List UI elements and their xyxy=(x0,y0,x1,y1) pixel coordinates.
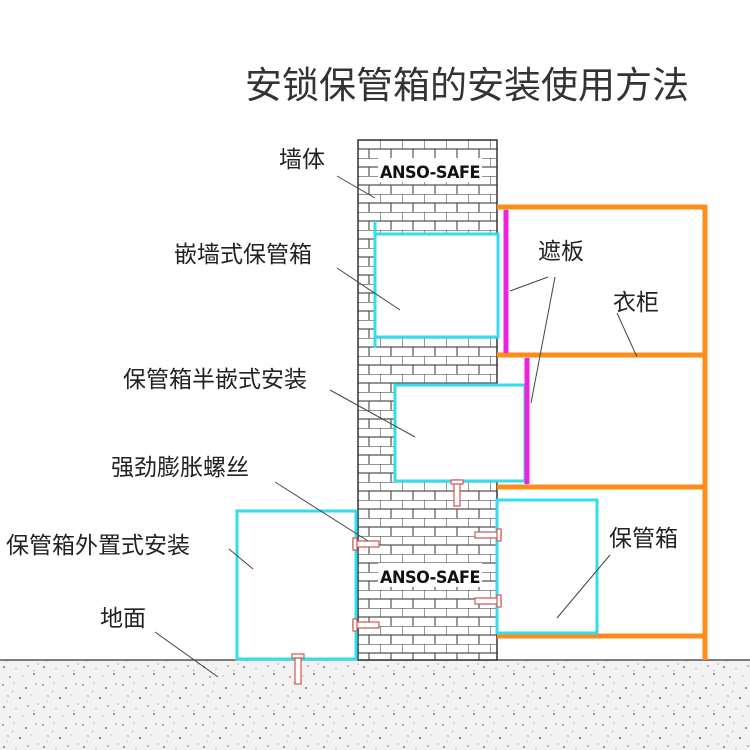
embedded-safe-box xyxy=(373,221,500,348)
wardrobe-frame xyxy=(497,204,708,660)
brand-text-top: ANSO-SAFE xyxy=(380,163,480,183)
semi-embedded-safe-box xyxy=(393,383,527,483)
label-semi-embedded: 保管箱半嵌式安装 xyxy=(123,367,307,393)
label-ground: 地面 xyxy=(100,606,146,632)
diagram-title: 安锁保管箱的安装使用方法 xyxy=(245,64,689,107)
wardrobe-safe-box xyxy=(495,498,599,635)
label-safe-box: 保管箱 xyxy=(609,526,678,552)
label-external-mount: 保管箱外置式安装 xyxy=(6,533,190,559)
label-cover-plate: 遮板 xyxy=(538,239,584,265)
brand-bg-top xyxy=(378,158,482,182)
brand-bg-bottom xyxy=(378,563,482,587)
ground xyxy=(0,659,750,750)
label-wardrobe: 衣柜 xyxy=(613,290,659,316)
brand-text-bottom: ANSO-SAFE xyxy=(380,568,480,588)
leader-lines xyxy=(154,175,638,678)
expansion-bolt-icon xyxy=(291,479,502,685)
label-embedded-box: 嵌墙式保管箱 xyxy=(174,242,312,268)
label-expansion-bolt: 强劲膨胀螺丝 xyxy=(111,455,249,481)
external-safe-box xyxy=(235,509,358,661)
label-wall: 墙体 xyxy=(279,147,325,173)
